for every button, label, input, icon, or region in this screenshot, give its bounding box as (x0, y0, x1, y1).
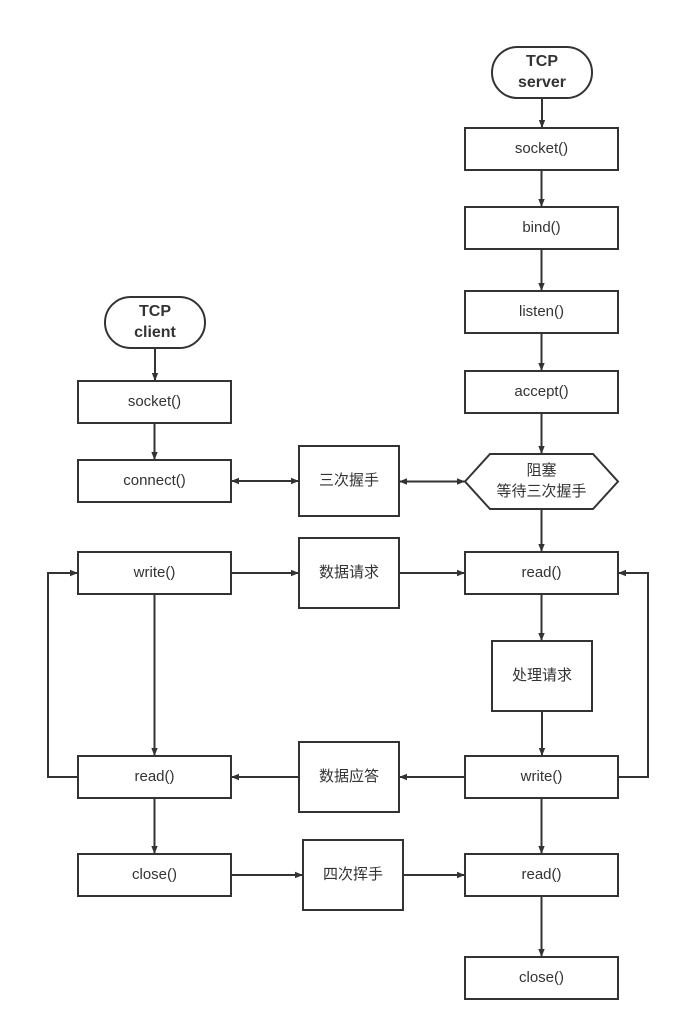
process-shape (464, 290, 619, 334)
node-label: listen() (519, 303, 564, 320)
node-s-write: write() (464, 755, 619, 799)
node-label: 数据应答 (319, 767, 379, 785)
edge-c-read-to-c-write (47, 569, 78, 778)
process-shape (464, 755, 619, 799)
node-client: TCP client (104, 296, 206, 349)
process-shape (464, 853, 619, 897)
process-shape (77, 459, 232, 503)
process-shape (77, 551, 232, 595)
hexagon-shape (463, 453, 620, 510)
node-label: socket() (128, 393, 181, 410)
node-s-handle: 处理请求 (491, 640, 593, 712)
node-response: 数据应答 (298, 741, 400, 813)
node-label: read() (521, 866, 561, 883)
process-shape (464, 956, 619, 1000)
node-label: 四次挥手 (323, 866, 383, 883)
process-shape (298, 741, 400, 813)
node-wave: 四次挥手 (302, 839, 404, 911)
process-shape (77, 853, 232, 897)
node-label: connect() (123, 472, 186, 489)
process-shape (464, 551, 619, 595)
node-c-connect: connect() (77, 459, 232, 503)
process-shape (464, 206, 619, 250)
process-shape (464, 370, 619, 414)
node-s-read2: read() (464, 853, 619, 897)
node-handshake: 三次握手 (298, 445, 400, 517)
node-label: TCP (139, 303, 171, 320)
process-shape (77, 755, 232, 799)
terminator-shape (491, 46, 593, 99)
node-label: read() (521, 564, 561, 581)
node-label: accept() (514, 383, 568, 400)
process-shape (77, 380, 232, 424)
node-label: 三次握手 (319, 472, 379, 489)
node-s-bind: bind() (464, 206, 619, 250)
node-s-socket: socket() (464, 127, 619, 171)
node-c-write: write() (77, 551, 232, 595)
node-s-close: close() (464, 956, 619, 1000)
process-shape (464, 127, 619, 171)
node-label: server (518, 74, 566, 91)
node-label: 数据请求 (319, 564, 379, 581)
node-label: 处理请求 (512, 667, 572, 684)
node-label: TCP (526, 53, 558, 70)
node-label: write() (133, 564, 176, 581)
node-label: close() (132, 866, 177, 883)
node-c-socket: socket() (77, 380, 232, 424)
node-server: TCP server (491, 46, 593, 99)
node-c-read: read() (77, 755, 232, 799)
process-shape (491, 640, 593, 712)
process-shape (298, 537, 400, 609)
node-s-read: read() (464, 551, 619, 595)
node-request: 数据请求 (298, 537, 400, 609)
process-shape (298, 445, 400, 517)
terminator-shape (104, 296, 206, 349)
node-label: socket() (515, 140, 568, 157)
process-shape (302, 839, 404, 911)
node-label: client (134, 324, 176, 341)
node-s-accept: accept() (464, 370, 619, 414)
node-label: 阻塞 (526, 461, 556, 479)
node-label: close() (519, 969, 564, 986)
node-label: write() (520, 768, 563, 785)
node-s-listen: listen() (464, 290, 619, 334)
node-label: read() (134, 768, 174, 785)
edge-s-write-to-s-read (618, 569, 649, 778)
node-c-close: close() (77, 853, 232, 897)
node-label: 等待三次握手 (496, 482, 586, 500)
node-label: bind() (522, 219, 560, 236)
